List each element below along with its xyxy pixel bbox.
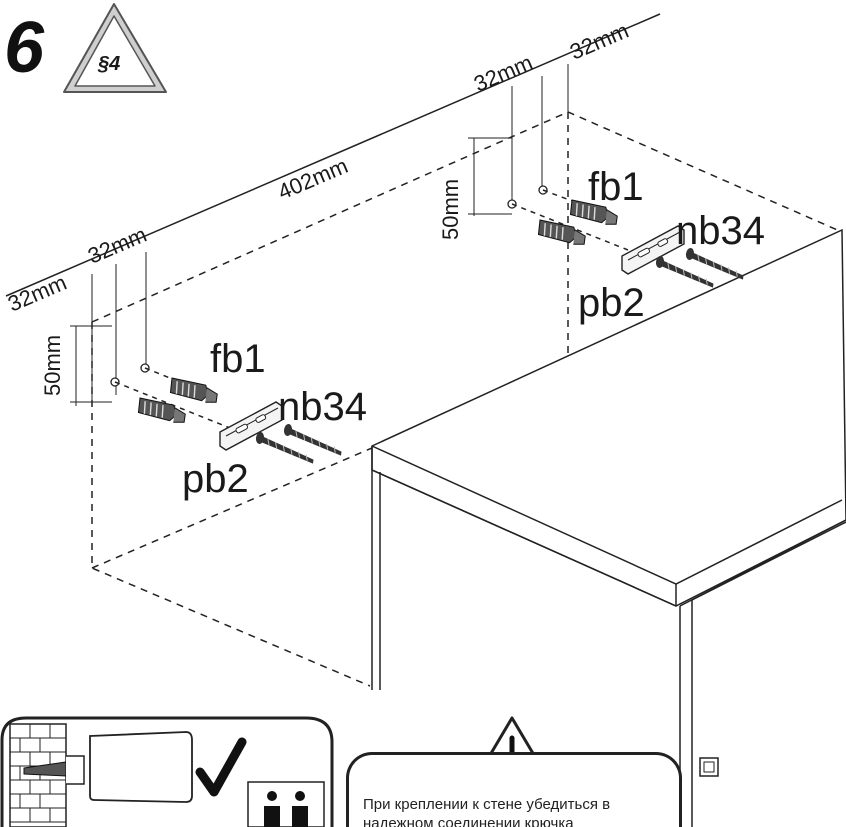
label-left-bracket: nb34: [278, 385, 367, 429]
dimension-left-height: 50mm: [40, 335, 65, 396]
label-right-bracket: nb34: [676, 209, 765, 253]
label-left-dowel: fb1: [210, 337, 266, 381]
screw-in-wall-icon: [23, 755, 85, 785]
dimension-right-offset-a: 32mm: [470, 50, 536, 97]
warning-notice-text: При креплении к стене убедиться в надежн…: [363, 796, 611, 827]
wall-plug-fb1: [534, 213, 590, 253]
left-mounting-set: [110, 363, 345, 465]
right-mounting-set: [507, 185, 747, 289]
wall-mount-info-panel: [0, 716, 334, 827]
drill-hole: [507, 199, 517, 209]
label-left-screw: pb2: [182, 457, 249, 501]
section-badge: §4: [97, 53, 120, 75]
cabinet-box-icon: [89, 731, 193, 803]
dimension-left-offset-b: 32mm: [84, 222, 150, 269]
step-number: 6: [4, 8, 45, 88]
wall-plug-fb1: [134, 391, 190, 431]
dimension-total-width: 402mm: [274, 153, 351, 205]
dimension-lines: [5, 13, 661, 406]
dimension-left-offset-a: 32mm: [4, 270, 70, 317]
dimension-right-offset-b: 32mm: [566, 18, 632, 65]
warning-triangle-badge: §4: [63, 3, 167, 93]
checkmark-icon: [195, 737, 247, 797]
drawer-rail: [699, 757, 719, 777]
cabinet: [371, 228, 846, 827]
label-right-screw: pb2: [578, 281, 645, 325]
dimension-right-height: 50mm: [438, 179, 463, 240]
two-persons-icon: [247, 781, 325, 827]
label-right-dowel: fb1: [588, 165, 644, 209]
warning-notice-box: При креплении к стене убедиться в надежн…: [346, 752, 682, 827]
